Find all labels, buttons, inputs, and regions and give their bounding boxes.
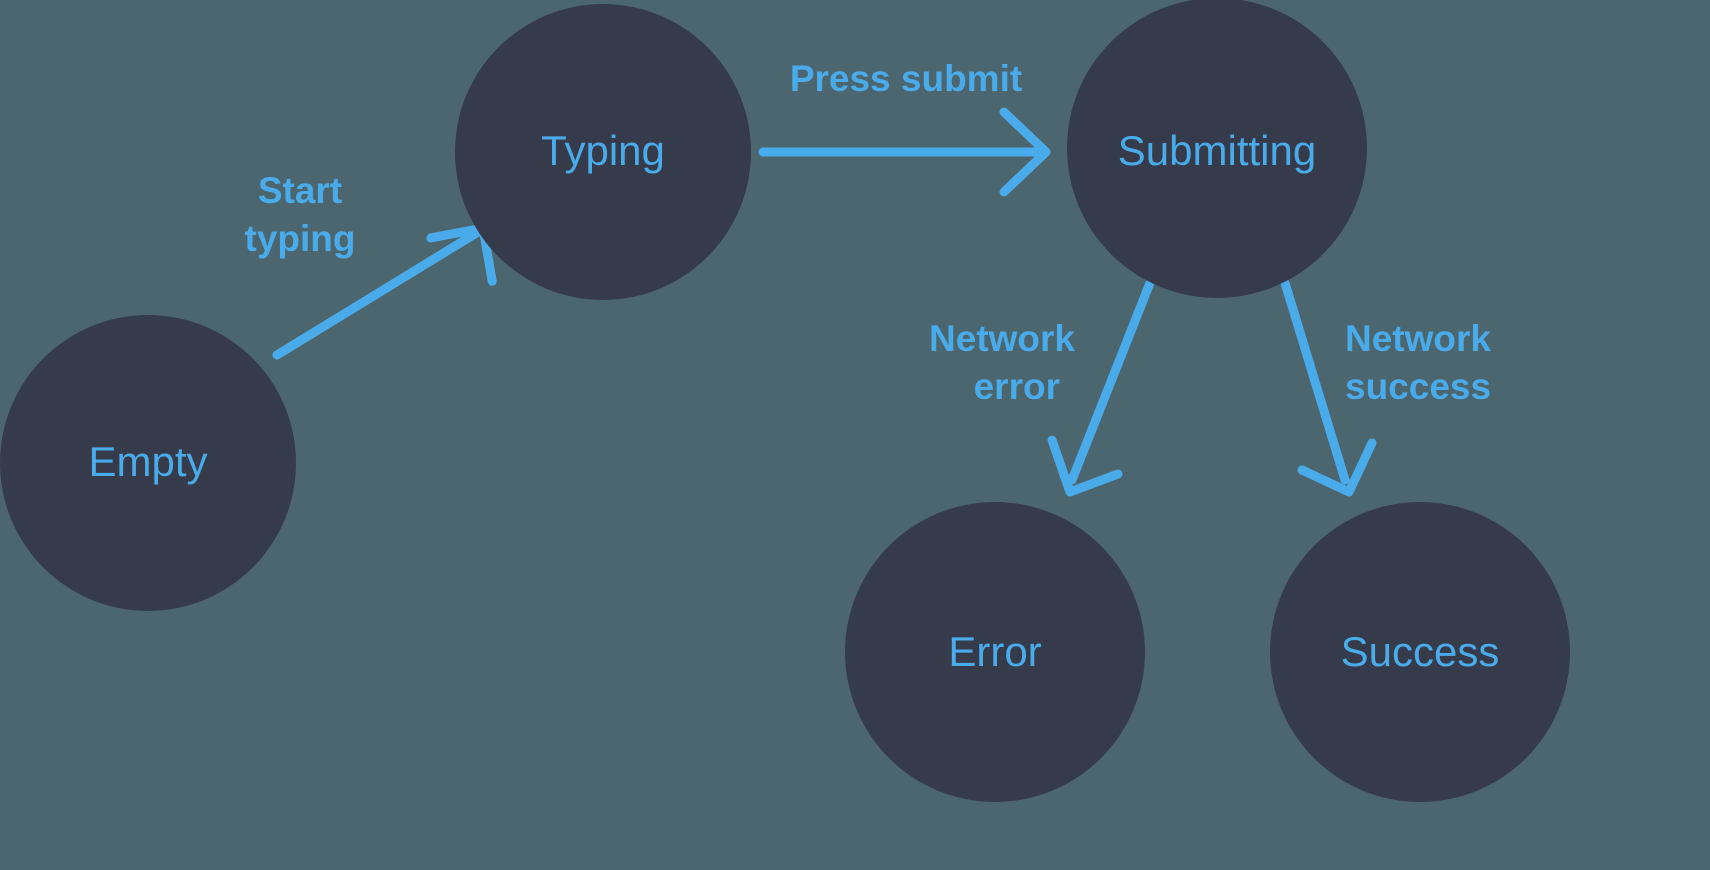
edge-network-success[interactable] <box>1280 278 1377 497</box>
state-node-error-label: Error <box>948 628 1041 675</box>
state-node-typing[interactable]: Typing <box>455 4 751 300</box>
edge-label-network-success-line1: Network <box>1345 318 1491 359</box>
state-node-error[interactable]: Error <box>845 502 1145 802</box>
state-node-typing-circle <box>455 4 751 300</box>
edge-start-typing-line <box>272 227 483 360</box>
edge-network-error-arrowhead <box>1047 435 1123 497</box>
state-node-success[interactable]: Success <box>1270 502 1570 802</box>
edge-press-submit-arrowhead <box>999 107 1051 197</box>
edge-network-error-line <box>1067 278 1155 485</box>
edge-network-error[interactable] <box>1047 278 1155 497</box>
edge-label-press-submit: Press submit <box>790 58 1022 99</box>
edge-label-start-typing-line1: Start <box>258 170 342 211</box>
edge-label-network-error: Network error <box>929 318 1075 407</box>
state-node-typing-label: Typing <box>541 127 665 174</box>
edge-label-network-success: Network success <box>1345 318 1491 407</box>
edge-network-success-line <box>1280 278 1350 485</box>
edge-label-start-typing: Start typing <box>245 170 356 259</box>
state-node-empty[interactable]: Empty <box>0 315 296 611</box>
state-node-success-circle <box>1270 502 1570 802</box>
state-node-success-label: Success <box>1341 628 1500 675</box>
state-node-empty-circle <box>0 315 296 611</box>
edge-label-network-error-line1: Network <box>929 318 1075 359</box>
state-node-submitting-label: Submitting <box>1118 127 1316 174</box>
state-node-submitting-circle <box>1067 0 1367 298</box>
edge-labels-layer: Start typing Press submit Network error … <box>245 58 1492 407</box>
edge-label-press-submit-line1: Press submit <box>790 58 1022 99</box>
state-node-empty-label: Empty <box>88 438 207 485</box>
edge-label-network-success-line2: success <box>1345 366 1491 407</box>
edge-network-success-arrowhead <box>1297 438 1377 497</box>
nodes-layer: Empty Typing Submitting Error Success <box>0 0 1570 802</box>
edge-label-start-typing-line2: typing <box>245 218 356 259</box>
edge-press-submit[interactable] <box>758 107 1051 197</box>
state-node-submitting[interactable]: Submitting <box>1067 0 1367 298</box>
state-node-error-circle <box>845 502 1145 802</box>
edge-label-network-error-line2: error <box>974 366 1060 407</box>
